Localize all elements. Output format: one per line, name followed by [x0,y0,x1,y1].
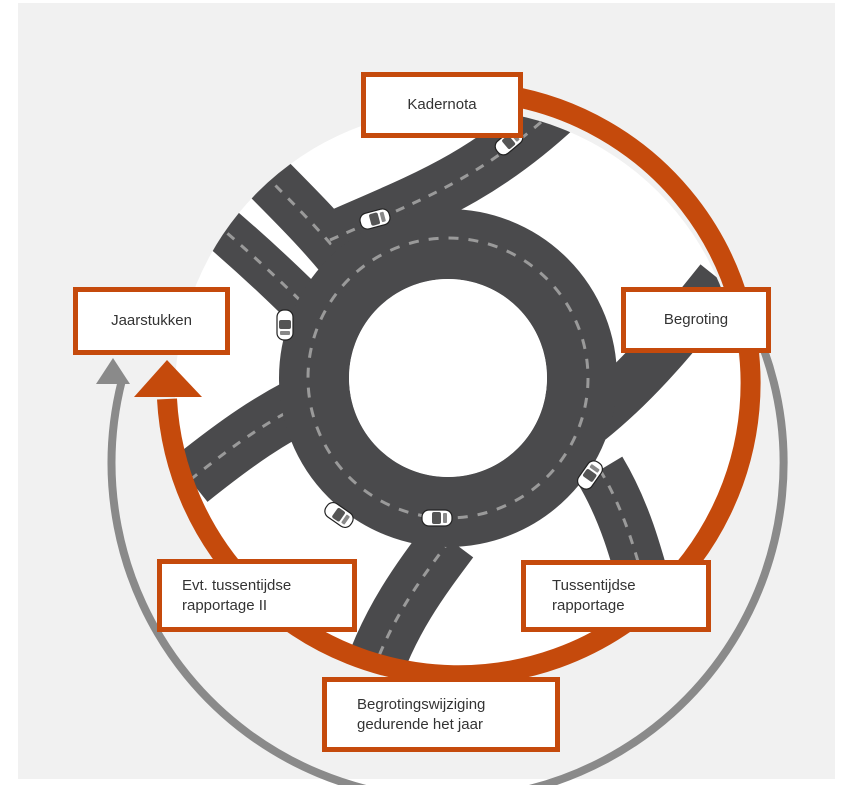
main-arrow-head-icon [134,360,202,397]
label-begrotingswijziging: Begrotingswijziging gedurende het jaar [322,677,560,752]
label-tussentijdse-rapportage: Tussentijdse rapportage [521,560,711,632]
secondary-cycle-arc [107,348,788,785]
car-icon [276,309,294,341]
secondary-arrow-head-icon [96,358,130,384]
label-tussentijdse-rapportage-ii: Evt. tussentijdse rapportage II [157,559,357,632]
label-jaarstukken: Jaarstukken [73,287,230,355]
label-begroting: Begroting [621,287,771,353]
car-icon [421,509,453,527]
label-kadernota: Kadernota [361,72,523,138]
